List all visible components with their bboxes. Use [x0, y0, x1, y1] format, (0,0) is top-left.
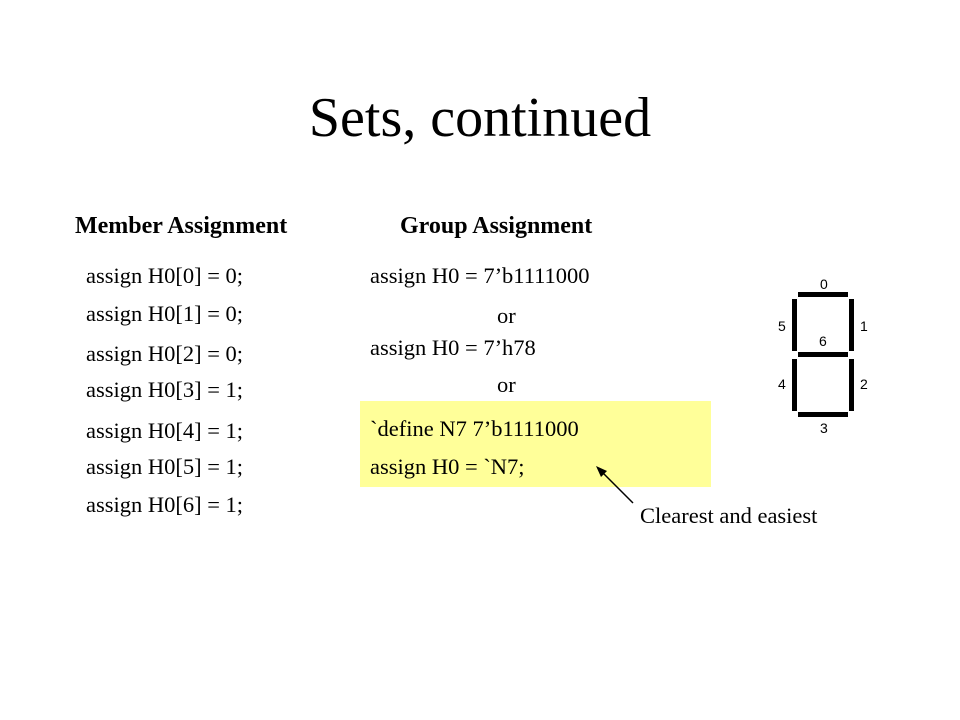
- member-line: assign H0[1] = 0;: [86, 301, 244, 326]
- group-binary-line: assign H0 = 7’b1111000: [370, 263, 590, 288]
- define-assign-line: assign H0 = `N7;: [370, 454, 525, 479]
- or-text: or: [497, 372, 516, 397]
- segment-5: [792, 299, 797, 351]
- segment-label-4: 4: [778, 376, 786, 392]
- member-line: assign H0[0] = 0;: [86, 263, 244, 288]
- segment-0: [798, 292, 848, 297]
- callout-arrow: [596, 466, 634, 504]
- segment-label-3: 3: [820, 420, 828, 436]
- segment-label-1: 1: [860, 318, 868, 334]
- member-assignment-heading: Member Assignment: [75, 213, 288, 239]
- member-line: assign H0[2] = 0;: [86, 341, 244, 366]
- or-text: or: [497, 303, 516, 328]
- seven-segment-diagram: 0 1 2 3 4 5 6: [778, 276, 868, 436]
- group-hex-line: assign H0 = 7’h78: [370, 335, 536, 360]
- define-highlight-box: [360, 401, 711, 487]
- member-line: assign H0[5] = 1;: [86, 454, 244, 479]
- member-line: assign H0[4] = 1;: [86, 418, 244, 443]
- segment-label-6: 6: [819, 333, 827, 349]
- segment-4: [792, 359, 797, 411]
- member-line: assign H0[6] = 1;: [86, 492, 244, 517]
- segment-label-0: 0: [820, 276, 828, 292]
- segment-label-2: 2: [860, 376, 868, 392]
- segment-2: [849, 359, 854, 411]
- slide-title: Sets, continued: [308, 87, 652, 149]
- callout-text: Clearest and easiest: [640, 503, 818, 528]
- define-line: `define N7 7’b1111000: [370, 416, 579, 441]
- group-assignment-heading: Group Assignment: [400, 213, 593, 239]
- segment-label-5: 5: [778, 318, 786, 334]
- segment-1: [849, 299, 854, 351]
- segment-6: [798, 352, 848, 357]
- segment-3: [798, 412, 848, 417]
- member-line: assign H0[3] = 1;: [86, 377, 244, 402]
